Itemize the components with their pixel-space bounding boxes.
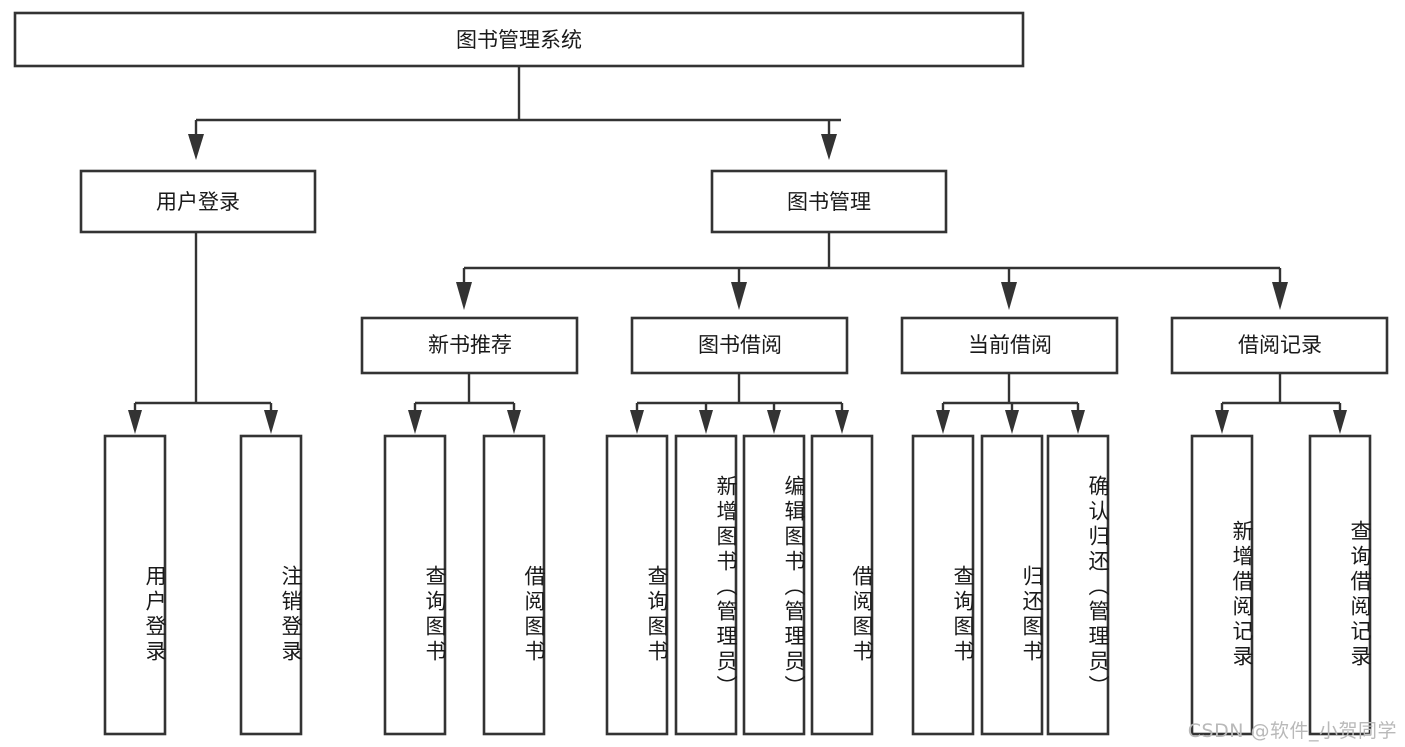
connector-group-borrow-record <box>1215 373 1347 434</box>
arrow-head-current-borrow <box>1001 282 1017 310</box>
node-current-borrow[interactable]: 当前借阅 <box>900 316 1119 375</box>
node-leaf-query-book-1-box[interactable] <box>383 434 447 736</box>
arrow-head-user-login <box>188 134 204 160</box>
arrow-head-leaf-user-login <box>128 410 142 434</box>
arrow-head-leaf-add-book <box>699 410 713 434</box>
node-root[interactable]: 图书管理系统 <box>13 11 1025 68</box>
node-root-box[interactable] <box>13 11 1025 68</box>
arrow-head-leaf-query-book-3 <box>936 410 950 434</box>
node-leaf-return-book-box[interactable] <box>980 434 1044 736</box>
node-user-login[interactable]: 用户登录 <box>79 169 317 234</box>
node-borrow-record[interactable]: 借阅记录 <box>1170 316 1389 375</box>
arrow-head-book-manage <box>821 134 837 160</box>
node-leaf-user-logout-box[interactable] <box>239 434 303 736</box>
arrow-head-leaf-confirm-return <box>1071 410 1085 434</box>
node-current-borrow-box[interactable] <box>900 316 1119 375</box>
node-book-borrow-label: 图书借阅 <box>698 333 782 357</box>
node-leaf-query-book-2-box[interactable] <box>605 434 669 736</box>
arrow-head-leaf-query-record <box>1333 410 1347 434</box>
arrow-head-leaf-borrow-book-2 <box>835 410 849 434</box>
arrow-head-leaf-edit-book <box>767 410 781 434</box>
connector-group-user-login <box>128 232 278 434</box>
node-new-book-recommend-label: 新书推荐 <box>428 333 512 357</box>
node-new-book-recommend[interactable]: 新书推荐 <box>360 316 579 375</box>
node-leaf-add-book-box[interactable] <box>674 434 738 736</box>
node-leaf-confirm-return-box[interactable] <box>1046 434 1110 736</box>
node-user-login-label: 用户登录 <box>156 190 240 214</box>
node-leaf-query-record-box[interactable] <box>1308 434 1372 736</box>
node-book-manage-label: 图书管理 <box>787 190 871 214</box>
connector-group-root <box>188 66 841 160</box>
node-leaf-query-book-3-box[interactable] <box>911 434 975 736</box>
node-new-book-recommend-box[interactable] <box>360 316 579 375</box>
node-borrow-record-box[interactable] <box>1170 316 1389 375</box>
node-book-manage-box[interactable] <box>710 169 948 234</box>
node-leaf-user-login-box[interactable] <box>103 434 167 736</box>
node-leaf-edit-book-box[interactable] <box>742 434 806 736</box>
arrow-head-leaf-query-book-1 <box>408 410 422 434</box>
arrow-head-leaf-return-book <box>1005 410 1019 434</box>
connector-group-new-book-recommend <box>408 373 521 434</box>
node-root-label: 图书管理系统 <box>456 28 582 52</box>
node-leaf-add-record-box[interactable] <box>1190 434 1254 736</box>
csdn-watermark: CSDN @软件_小贺同学 <box>1187 720 1397 742</box>
node-book-borrow[interactable]: 图书借阅 <box>630 316 849 375</box>
arrow-head-leaf-borrow-book-1 <box>507 410 521 434</box>
arrow-head-book-borrow <box>731 282 747 310</box>
node-borrow-record-label: 借阅记录 <box>1238 333 1322 357</box>
arrow-head-borrow-record <box>1272 282 1288 310</box>
arrow-head-new-book-recommend <box>456 282 472 310</box>
connector-group-book-manage <box>456 232 1288 310</box>
node-book-borrow-box[interactable] <box>630 316 849 375</box>
arrow-head-leaf-query-book-2 <box>630 410 644 434</box>
node-current-borrow-label: 当前借阅 <box>968 333 1052 357</box>
connector-group-current-borrow <box>936 373 1085 434</box>
node-leaf-borrow-book-1-box[interactable] <box>482 434 546 736</box>
node-leaf-borrow-book-2-box[interactable] <box>810 434 874 736</box>
arrow-head-leaf-add-record <box>1215 410 1229 434</box>
connector-group-book-borrow <box>630 373 849 434</box>
arrow-head-leaf-user-logout <box>264 410 278 434</box>
node-book-manage[interactable]: 图书管理 <box>710 169 948 234</box>
node-user-login-box[interactable] <box>79 169 317 234</box>
